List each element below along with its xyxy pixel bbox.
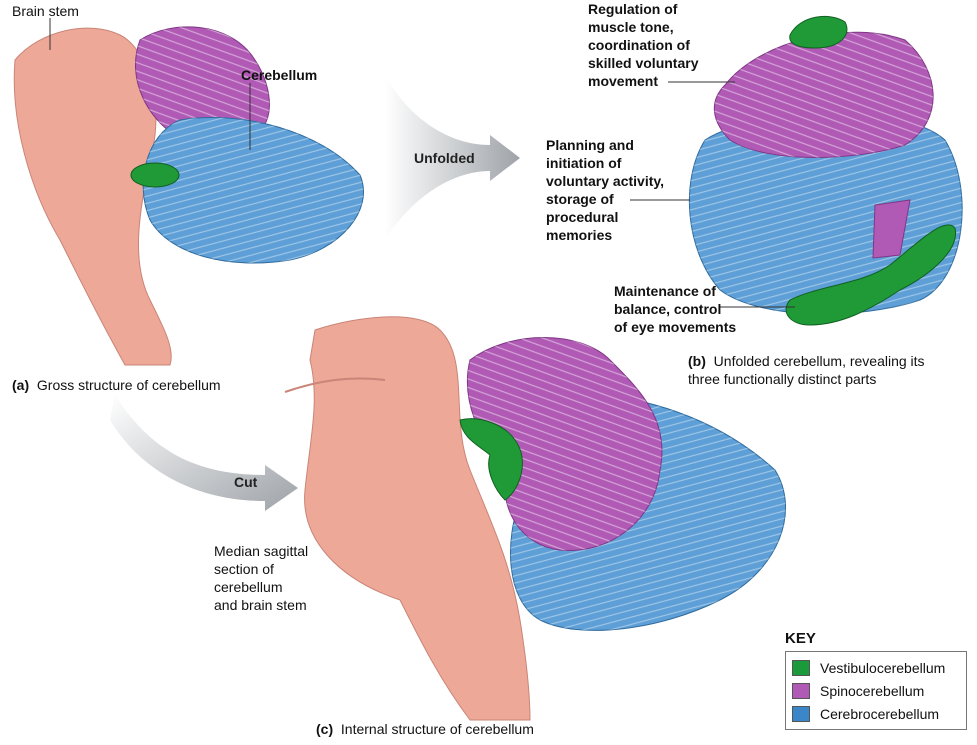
caption-panel-c: (c) Internal structure of cerebellum [316,721,534,737]
vestibulocerebellum-b-top [789,15,848,49]
key-label-spinocerebellum: Spinocerebellum [820,682,925,699]
panel-c-illustration [284,316,787,721]
cut-arrow [110,395,298,511]
brainstem-c [304,316,531,721]
panel-a-illustration [13,26,364,366]
brainstem-a [13,27,172,366]
swatch-cerebrocerebellum [792,705,810,722]
vestibulocerebellum-a [130,162,180,188]
key-item-spinocerebellum: Spinocerebellum [792,679,960,702]
caption-panel-a: (a) Gross structure of cerebellum [12,377,221,393]
vestibulocerebellum-c [459,418,523,501]
swatch-vestibulocerebellum [792,659,810,676]
key-item-vestibulocerebellum: Vestibulocerebellum [792,656,960,679]
panel-b-illustration [688,15,963,326]
key-item-cerebrocerebellum: Cerebrocerebellum [792,702,960,725]
vestibulocerebellum-b-bottom [785,224,956,326]
label-cut: Cut [234,474,258,490]
key-box: Vestibulocerebellum Spinocerebellum Cere… [785,651,967,730]
key-label-cerebrocerebellum: Cerebrocerebellum [820,705,940,722]
label-brain-stem: Brain stem [12,3,79,19]
legend-key: KEY Vestibulocerebellum Spinocerebellum … [785,630,967,730]
key-title: KEY [785,630,816,647]
label-cerebellum: Cerebellum [241,67,318,83]
label-unfolded: Unfolded [414,150,475,166]
caption-panel-b: (b) Unfolded cerebellum, revealing its t… [688,353,925,387]
unfolded-arrow [385,75,520,240]
swatch-spinocerebellum [792,682,810,699]
key-label-vestibulocerebellum: Vestibulocerebellum [820,659,946,676]
